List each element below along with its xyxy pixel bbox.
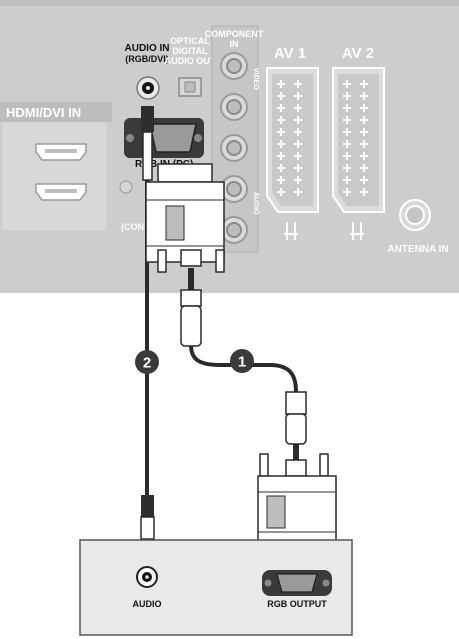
hdmi-area bbox=[2, 122, 106, 230]
av2-label: AV 2 bbox=[342, 45, 374, 62]
scart-pins bbox=[277, 80, 368, 196]
component-label: COMPONENT bbox=[205, 29, 264, 39]
step-1-number: 1 bbox=[238, 354, 246, 371]
hdmi-header-bar bbox=[0, 102, 112, 122]
hdmi-port-2 bbox=[35, 183, 87, 201]
rgb-plug-upper bbox=[145, 163, 225, 273]
tv-back-panel: HDMI/DVI IN AUDIO IN (RGB/DVI) OPTICAL D… bbox=[0, 0, 459, 293]
antenna-in-label: ANTENNA IN bbox=[387, 244, 448, 255]
step-2-number: 2 bbox=[143, 355, 151, 372]
optical-label-3: AUDIO OUT bbox=[165, 56, 216, 66]
av1-label: AV 1 bbox=[274, 45, 306, 62]
scart-av2 bbox=[332, 67, 385, 213]
rgb-output-label: RGB OUTPUT bbox=[267, 599, 327, 609]
component-audio-label: AUDIO bbox=[252, 192, 259, 215]
source-device-panel: AUDIO RGB OUTPUT bbox=[79, 539, 353, 636]
component-video-label: VIDEO bbox=[252, 68, 259, 90]
hdmi-dvi-label: HDMI/DVI IN bbox=[6, 105, 81, 120]
scart-av1 bbox=[266, 67, 319, 213]
antenna-jack bbox=[399, 199, 431, 231]
device-audio-jack bbox=[136, 566, 158, 588]
control-label: (CONTROL bbox=[121, 222, 169, 232]
audio-cable bbox=[140, 106, 155, 550]
audio-in-jack bbox=[136, 76, 160, 100]
audio-in-sublabel: (RGB/DVI) bbox=[125, 54, 169, 64]
audio-in-label: AUDIO IN bbox=[125, 43, 170, 54]
step-badge-1: 1 bbox=[230, 349, 254, 373]
optical-port bbox=[178, 77, 202, 97]
step-badge-2: 2 bbox=[135, 350, 159, 374]
device-audio-label: AUDIO bbox=[133, 599, 162, 609]
optical-label-1: OPTICAL bbox=[170, 36, 210, 46]
component-in-label: IN bbox=[230, 39, 239, 49]
rgb-in-port bbox=[124, 118, 204, 158]
rgb-output-port bbox=[262, 570, 332, 596]
component-jacks bbox=[220, 52, 248, 244]
hdmi-port-1 bbox=[35, 143, 87, 161]
optical-label-2: DIGITAL bbox=[172, 46, 208, 56]
